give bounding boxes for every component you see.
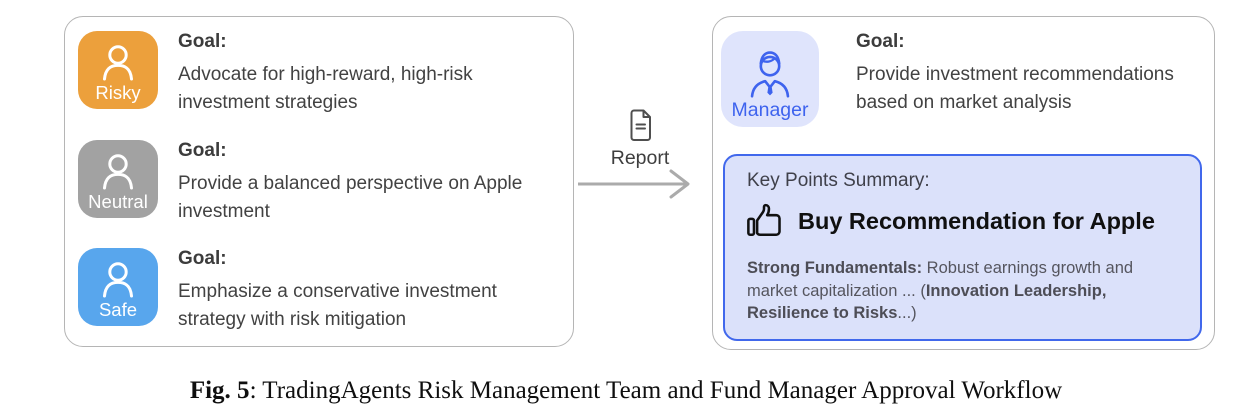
figure-caption-label: Fig. 5: [189, 377, 250, 404]
summary-body: Strong Fundamentals: Robust earnings gro…: [747, 257, 1179, 325]
agent-goal: Goal: Emphasize a conservative investmen…: [178, 248, 534, 334]
safe-agent-badge: Safe: [78, 248, 158, 326]
report-label: Report: [610, 147, 670, 169]
flow-arrow-icon: [576, 166, 696, 205]
manager-panel: Manager Goal: Provide investment recomme…: [712, 16, 1215, 350]
agent-goal: Goal: Advocate for high-reward, high-ris…: [178, 31, 534, 117]
goal-heading: Goal:: [178, 140, 227, 161]
summary-body-segment: ...): [897, 304, 917, 322]
summary-body-segment: Strong Fundamentals:: [747, 259, 923, 277]
manager-name: Manager: [731, 98, 809, 121]
thumbs-up-icon: [747, 203, 781, 236]
summary-headline-row: Buy Recommendation for Apple: [745, 203, 1155, 239]
risky-agent-badge: Risky: [78, 31, 158, 109]
summary-body-segment: Robust earnings growth and market capita…: [747, 259, 1134, 300]
agent-name: Safe: [98, 298, 138, 320]
summary-body-segment: Innovation Leadership, Resilience to Ris…: [747, 281, 1107, 323]
goal-text: Provide a balanced perspective on Apple …: [178, 173, 523, 222]
person-icon: [103, 44, 133, 80]
manager-row: Manager Goal: Provide investment recomme…: [721, 31, 1192, 127]
agent-goal: Goal: Provide a balanced perspective on …: [178, 140, 534, 226]
manager-badge: Manager: [721, 31, 819, 127]
risk-team-panel: Risky Goal: Advocate for high-reward, hi…: [64, 16, 574, 347]
agent-name: Neutral: [88, 190, 148, 212]
agent-row-risky: Risky Goal: Advocate for high-reward, hi…: [78, 31, 534, 117]
goal-text: Provide investment recommendations based…: [856, 64, 1174, 113]
goal-heading: Goal:: [178, 248, 227, 269]
figure-caption: Fig. 5: TradingAgents Risk Management Te…: [0, 376, 1252, 406]
summary-title: Key Points Summary:: [747, 170, 930, 191]
key-points-summary-box: Key Points Summary: Buy Recommendation f…: [723, 154, 1202, 341]
person-icon: [103, 153, 133, 189]
summary-headline: Buy Recommendation for Apple: [798, 207, 1155, 234]
goal-heading: Goal:: [856, 31, 905, 52]
agent-name: Risky: [95, 81, 141, 103]
manager-goal: Goal: Provide investment recommendations…: [856, 31, 1192, 117]
document-icon: [628, 109, 654, 147]
neutral-agent-badge: Neutral: [78, 140, 158, 218]
goal-text: Advocate for high-reward, high-risk inve…: [178, 64, 473, 113]
person-icon: [103, 261, 133, 297]
businessman-icon: [750, 50, 790, 98]
figure-caption-text: : TradingAgents Risk Management Team and…: [249, 377, 1063, 404]
goal-heading: Goal:: [178, 31, 227, 52]
goal-text: Emphasize a conservative investment stra…: [178, 281, 497, 330]
agent-row-neutral: Neutral Goal: Provide a balanced perspec…: [78, 140, 534, 226]
agent-row-safe: Safe Goal: Emphasize a conservative inve…: [78, 248, 534, 334]
